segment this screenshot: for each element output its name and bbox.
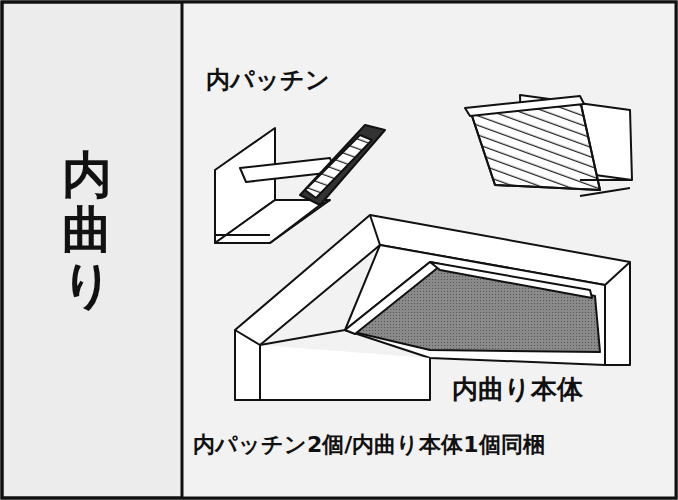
inner-clip-right [465,95,632,196]
divider [181,2,184,498]
product-title: 内曲り [62,148,112,313]
package-note: 内パッチン2個/内曲り本体1個同梱 [193,430,545,460]
part-name: 内パッチン [206,64,330,96]
inner-corner-body [235,215,630,400]
part-name: 内曲り本体 [452,372,583,407]
